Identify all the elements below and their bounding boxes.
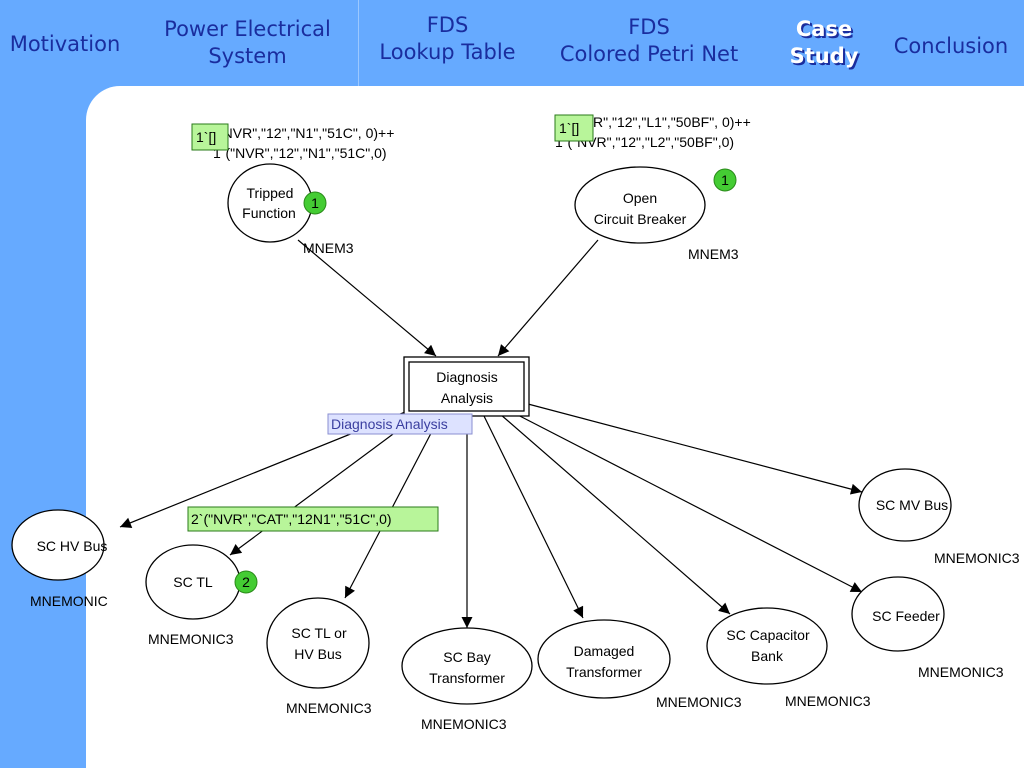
- nav-power-line1: Power Electrical: [164, 17, 331, 41]
- transition-diagnosis-analysis[interactable]: [403, 356, 530, 417]
- sc-bay-label-line2: Transformer: [429, 670, 505, 686]
- token-count-badge: [234, 570, 258, 594]
- place-sc-capacitor-bank[interactable]: [706, 607, 828, 685]
- transition-inner-border: [408, 361, 525, 412]
- nav-case-study-line2: Study: [789, 44, 859, 68]
- marking-tag[interactable]: [191, 123, 229, 151]
- nav-fds-lookup-line2: Lookup Table: [379, 40, 516, 64]
- nav-power-electrical-system[interactable]: Power Electrical System: [150, 16, 345, 70]
- nav-fds-lookup-table[interactable]: FDS Lookup Table: [365, 12, 530, 66]
- transition-label-line1: Diagnosis: [436, 369, 497, 385]
- place-sc-bay-transformer[interactable]: [401, 627, 533, 705]
- sc-tl-marking-box[interactable]: [187, 506, 439, 532]
- nav-divider: [358, 0, 359, 86]
- marking-tag[interactable]: [554, 114, 594, 142]
- sc-tl-colorset: MNEMONIC3: [148, 631, 234, 647]
- token-count-badge: [713, 168, 737, 192]
- tripped-label-line1: Tripped: [247, 185, 294, 201]
- nav-case-study-line1: Case: [795, 17, 853, 41]
- sc-tl-marking-text: 2`("NVR","CAT","12N1","51C",0): [191, 511, 392, 527]
- tripped-marking-line2: 1`("NVR","12","N1","51C",0): [213, 145, 387, 161]
- token-count-text: 1: [311, 195, 319, 211]
- token-count-badge: [303, 191, 327, 215]
- place-sc-hv-bus[interactable]: [11, 509, 105, 581]
- arc-tripped-to-diagnosis: [297, 239, 437, 357]
- nav-conclusion[interactable]: Conclusion: [893, 34, 1009, 58]
- damaged-label-line2: Transformer: [566, 664, 642, 680]
- sc-tl-hv-label-line2: HV Bus: [294, 646, 341, 662]
- place-tripped-function[interactable]: [227, 163, 313, 243]
- damaged-label-line1: Damaged: [574, 643, 635, 659]
- sc-tl-label: SC TL: [173, 574, 213, 590]
- sc-feeder-colorset: MNEMONIC3: [918, 664, 1004, 680]
- arc-diagnosis-to-sc-cap: [499, 413, 731, 615]
- sc-tl-hv-colorset: MNEMONIC3: [286, 700, 372, 716]
- sc-hv-bus-label: SC HV Bus: [37, 538, 108, 554]
- nav-fds-colored-petri-net[interactable]: FDS Colored Petri Net: [545, 14, 753, 68]
- opencb-label-line2: Circuit Breaker: [594, 211, 687, 227]
- sc-cap-label-line2: Bank: [751, 648, 784, 664]
- transition-tooltip: [327, 413, 473, 435]
- sc-tl-hv-label-line1: SC TL or: [291, 625, 347, 641]
- nav-fds-cpn-line2: Colored Petri Net: [559, 42, 739, 66]
- tripped-marking-line1: ("NVR","12","N1","51C", 0)++: [213, 125, 394, 141]
- nav-power-line2: System: [208, 44, 287, 68]
- nav-fds-lookup-line1: FDS: [426, 13, 469, 37]
- token-count-text: 1: [721, 172, 729, 188]
- arc-diagnosis-to-sc-feeder: [511, 411, 863, 593]
- sc-bay-label-line1: SC Bay: [443, 649, 490, 665]
- place-damaged-transformer[interactable]: [537, 619, 671, 699]
- opencb-label-line1: Open: [623, 190, 657, 206]
- sc-feeder-label: SC Feeder: [872, 608, 940, 624]
- top-navigation: Motivation Power Electrical System FDS L…: [0, 0, 1024, 86]
- place-sc-tl-or-hv-bus[interactable]: [266, 597, 370, 689]
- marking-tag-text: 1`[]: [196, 129, 216, 145]
- place-sc-mv-bus[interactable]: [858, 468, 952, 542]
- sc-cap-colorset: MNEMONIC3: [785, 693, 871, 709]
- damaged-colorset: MNEMONIC3: [656, 694, 742, 710]
- sc-bay-colorset: MNEMONIC3: [421, 716, 507, 732]
- transition-tooltip-text: Diagnosis Analysis: [331, 416, 448, 432]
- opencb-marking-line1: R","12","L1","50BF", 0)++: [593, 114, 751, 130]
- arc-opencb-to-diagnosis: [497, 239, 599, 357]
- sc-mv-bus-label: SC MV Bus: [876, 497, 948, 513]
- place-open-circuit-breaker[interactable]: [574, 166, 706, 244]
- place-sc-feeder[interactable]: [851, 576, 945, 652]
- tripped-label-line2: Function: [242, 205, 296, 221]
- nav-motivation[interactable]: Motivation: [9, 32, 121, 56]
- nav-fds-cpn-line1: FDS: [628, 15, 670, 39]
- sc-mv-bus-colorset: MNEMONIC3: [934, 550, 1020, 566]
- token-count-text: 2: [242, 574, 250, 590]
- arc-diagnosis-to-sc-mv-bus: [527, 403, 863, 495]
- opencb-colorset: MNEM3: [688, 246, 739, 262]
- arc-diagnosis-to-sc-tl: [229, 413, 421, 556]
- sc-hv-bus-colorset: MNEMONIC: [30, 593, 108, 609]
- tripped-colorset: MNEM3: [303, 240, 354, 256]
- opencb-marking-line2: 1`("NVR","12","L2","50BF",0): [555, 134, 734, 150]
- nav-case-study[interactable]: Case Study: [772, 16, 876, 70]
- sc-cap-label-line1: SC Capacitor: [726, 627, 810, 643]
- arc-diagnosis-to-damaged: [483, 415, 584, 619]
- transition-label-line2: Analysis: [441, 390, 493, 406]
- marking-tag-text: 1`[]: [559, 120, 579, 136]
